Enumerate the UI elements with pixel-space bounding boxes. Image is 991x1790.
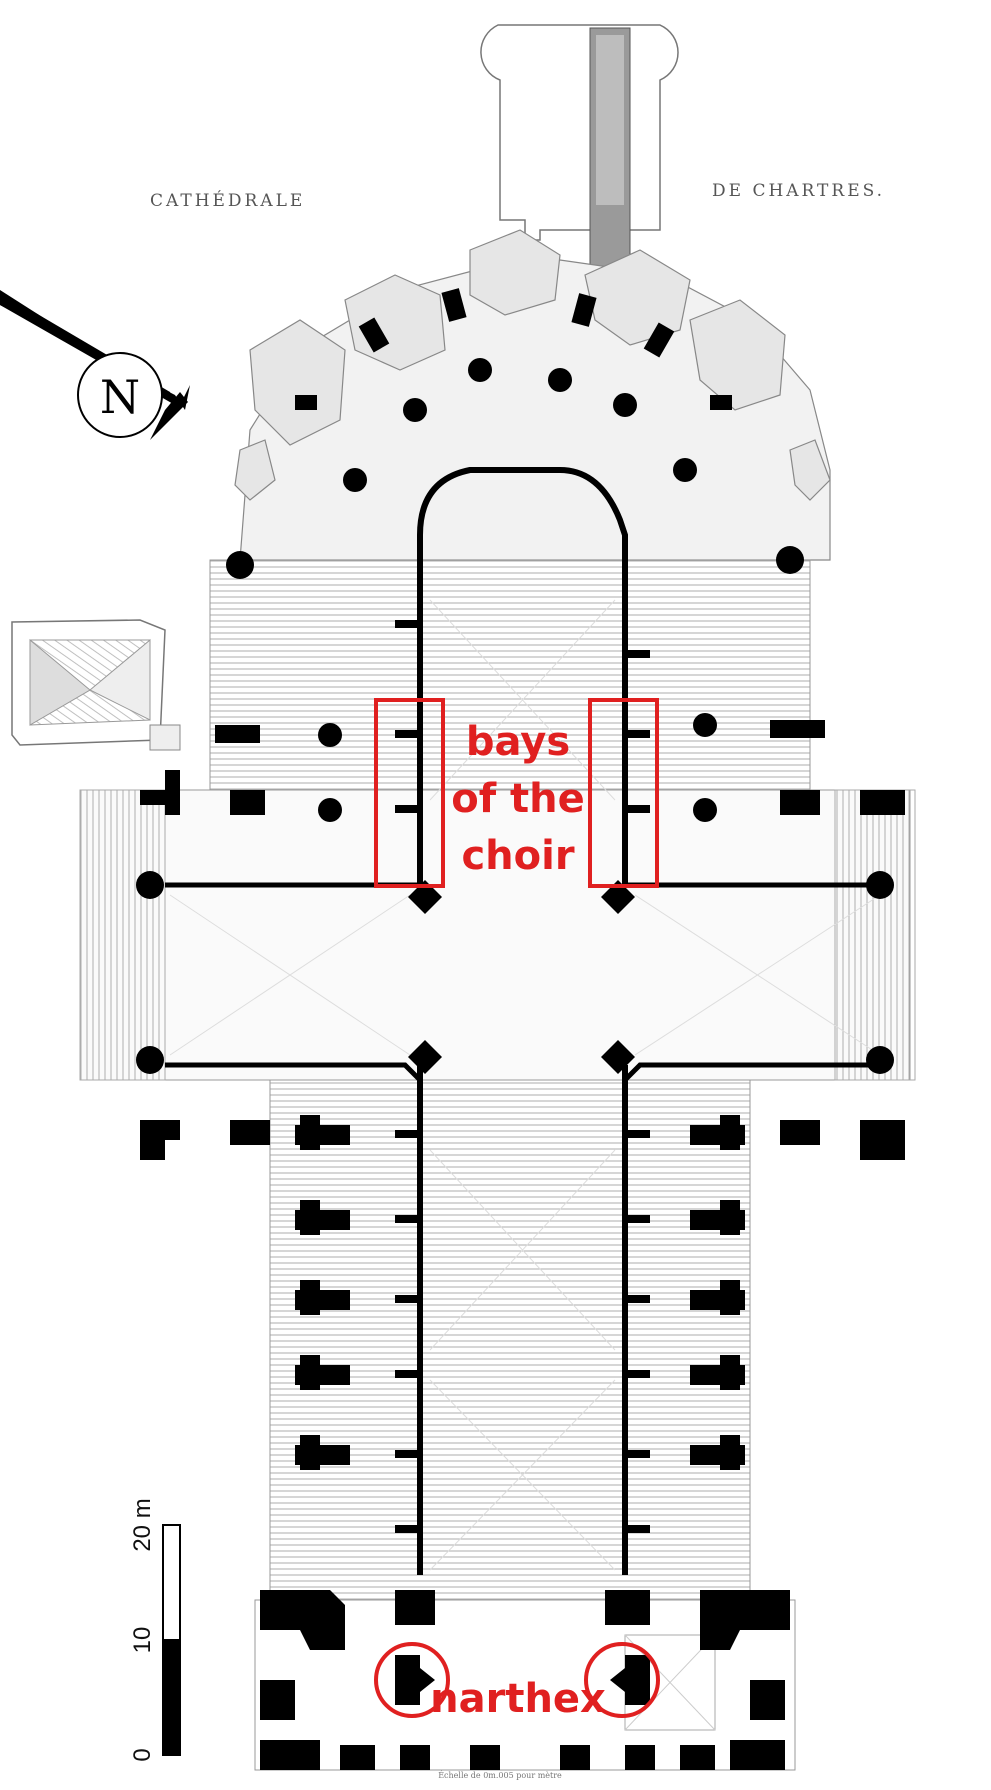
plan-title-right: DE CHARTRES. — [712, 181, 885, 201]
engraving-caption: Échelle de 0m.005 pour mètre — [438, 1771, 562, 1780]
narthex-highlight-left — [374, 1642, 450, 1718]
scale-label-0: 0 — [129, 1748, 156, 1761]
main-vessel-wall — [165, 467, 890, 1575]
plan-title-left: CATHÉDRALE — [150, 190, 305, 211]
side-building — [11, 619, 181, 751]
outer-footprint — [79, 259, 916, 1771]
choir-piers — [395, 620, 650, 813]
radiating-chapels — [234, 229, 831, 501]
scale-label-20: 20 m — [129, 1498, 156, 1551]
narthex-highlight-right — [584, 1642, 660, 1718]
bays-label-line2: of the — [451, 776, 585, 822]
narthex-label: narthex — [430, 1676, 606, 1722]
scale-bar: 0 10 20 m — [129, 1498, 181, 1762]
bays-highlight-left — [374, 698, 445, 888]
scale-label-10: 10 — [129, 1627, 156, 1654]
crossing-piers — [136, 871, 894, 1074]
north-label: N — [100, 370, 140, 424]
transept-buttresses — [140, 770, 905, 1160]
bays-label-line3: choir — [461, 833, 574, 879]
nave-buttresses-right — [625, 1115, 745, 1533]
bays-highlight-right — [588, 698, 659, 888]
bays-label-line1: bays — [466, 719, 570, 765]
apse-piers — [215, 288, 825, 822]
north-arrow: N — [0, 290, 190, 440]
western-towers — [260, 1590, 790, 1770]
nave-buttresses-left — [295, 1115, 420, 1533]
